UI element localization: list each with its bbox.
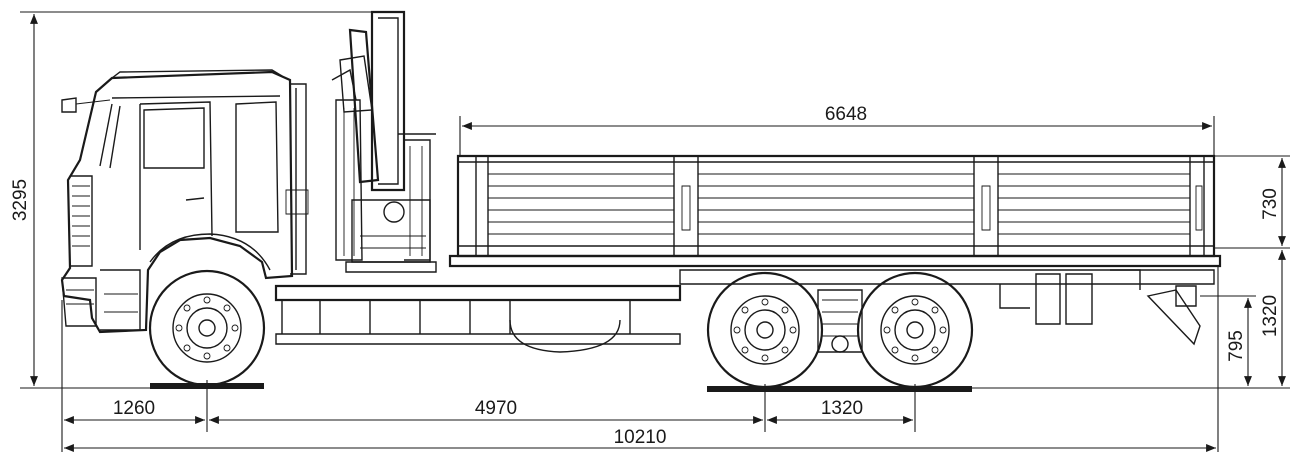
ground-plates [150,383,972,392]
rear-wheel-1 [706,271,824,389]
dim-frame-height: 1320 [1260,295,1281,337]
dim-deck-length: 6648 [825,104,867,125]
cargo-body [448,154,1222,268]
crane [331,10,437,273]
dimension-lines [20,11,1290,452]
dim-side-height: 730 [1260,188,1281,220]
front-wheel [148,269,266,387]
dim-front-overhang: 1260 [113,398,155,419]
chassis [274,269,1215,353]
dim-overall-height: 3295 [10,179,31,221]
dim-axle-spacing: 1320 [821,398,863,419]
rear-wheel-2 [856,271,974,389]
dim-rear-height: 795 [1226,330,1247,362]
cab [60,69,309,334]
dim-overall-length: 10210 [614,427,667,448]
dim-wheelbase: 4970 [475,398,517,419]
